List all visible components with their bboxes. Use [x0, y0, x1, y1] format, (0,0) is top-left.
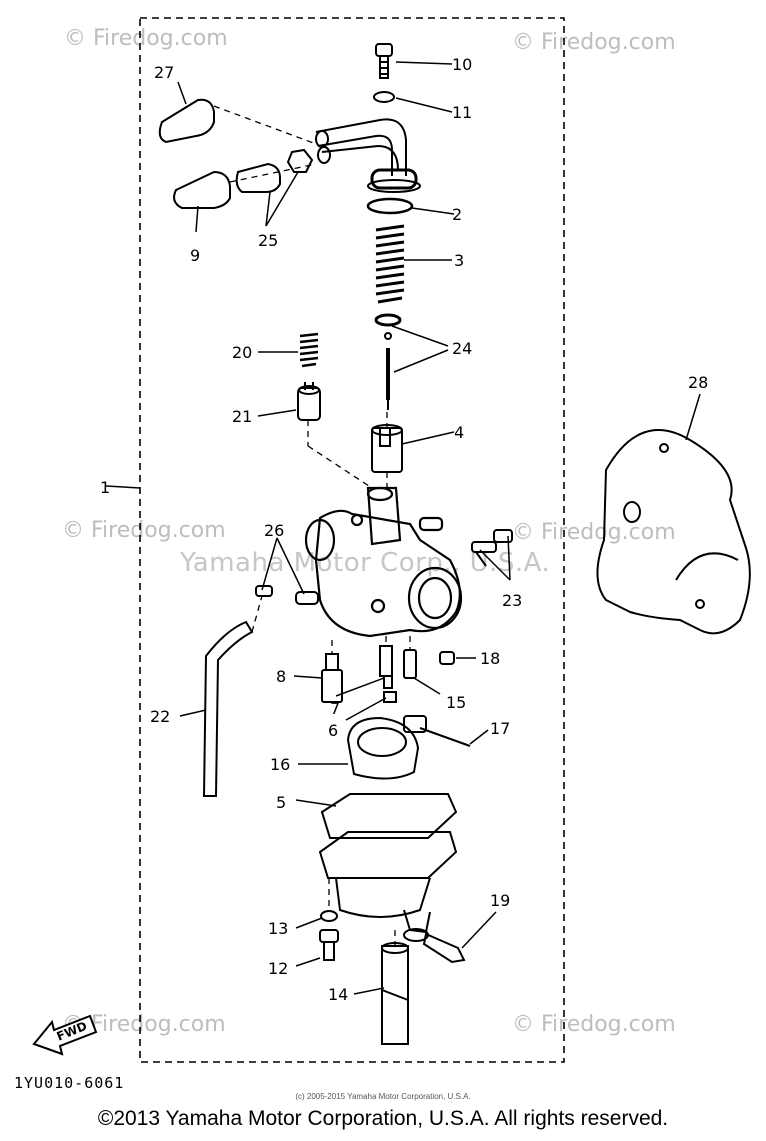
part-spring-3 — [375, 224, 405, 304]
part-label-24: 24 — [452, 339, 472, 358]
small-copyright: (c) 2005-2015 Yamaha Motor Corporation, … — [295, 1092, 471, 1101]
part-screw-26 — [255, 585, 319, 605]
assembly-boundary — [139, 17, 565, 1063]
part-cap-9 — [173, 170, 231, 209]
part-label-18: 18 — [480, 649, 500, 668]
part-washer-11 — [373, 91, 395, 103]
part-label-11: 11 — [452, 103, 472, 122]
part-plunger-21 — [297, 382, 321, 421]
part-needle-jet-7 — [379, 645, 393, 689]
part-label-2: 2 — [452, 205, 462, 224]
watermark-firedog: © Firedog.com — [512, 30, 676, 55]
copyright-notice: ©2013 Yamaha Motor Corporation, U.S.A. A… — [97, 1107, 669, 1130]
part-label-15: 15 — [446, 693, 466, 712]
part-screw-10 — [375, 43, 393, 79]
fwd-arrow-icon: FWD — [32, 1014, 98, 1056]
part-label-17: 17 — [490, 719, 510, 738]
part-washer-13 — [320, 910, 338, 922]
part-label-4: 4 — [454, 423, 464, 442]
part-labels: 1 2 3 4 5 6 7 8 9 10 11 12 13 14 15 16 1… — [100, 55, 708, 1004]
part-drain-screw-19 — [422, 932, 466, 964]
part-gasket-5 — [320, 793, 458, 839]
part-label-10: 10 — [452, 55, 472, 74]
part-cap-27 — [158, 98, 215, 144]
part-throttle-valve-4 — [371, 424, 403, 473]
part-label-6: 6 — [328, 721, 338, 740]
part-label-9: 9 — [190, 246, 200, 265]
part-label-1: 1 — [100, 478, 110, 497]
diagram-code: 1YU010-6061 — [14, 1074, 125, 1092]
watermark-firedog: © Firedog.com — [512, 1012, 676, 1037]
part-label-5: 5 — [276, 793, 286, 812]
watermark-firedog: © Firedog.com — [62, 518, 226, 543]
part-label-22: 22 — [150, 707, 170, 726]
part-air-screw-23 — [471, 529, 513, 567]
part-spring-20 — [299, 332, 319, 368]
leader-lines — [105, 61, 701, 995]
part-pilot-jet-15 — [403, 649, 417, 679]
alignment-lines — [213, 105, 411, 946]
part-label-23: 23 — [502, 591, 522, 610]
part-label-3: 3 — [454, 251, 464, 270]
part-label-7: 7 — [330, 699, 340, 718]
part-label-20: 20 — [232, 343, 252, 362]
part-needle-24 — [374, 313, 402, 410]
part-main-jet-6 — [383, 691, 397, 703]
part-float-bowl — [318, 831, 458, 942]
part-label-8: 8 — [276, 667, 286, 686]
part-cover-28 — [596, 429, 751, 635]
part-label-12: 12 — [268, 959, 288, 978]
part-float-pin-17 — [419, 727, 471, 747]
part-label-26: 26 — [264, 521, 284, 540]
part-label-27: 27 — [154, 63, 174, 82]
part-carburetor-body — [304, 486, 463, 638]
part-float-16 — [346, 715, 427, 780]
part-top-cap — [315, 118, 421, 193]
part-label-14: 14 — [328, 985, 348, 1004]
watermark-firedog: © Firedog.com — [64, 26, 228, 51]
watermark-firedog: © Firedog.com — [512, 520, 676, 545]
part-screw-18 — [439, 651, 455, 665]
part-label-13: 13 — [268, 919, 288, 938]
part-label-28: 28 — [688, 373, 708, 392]
part-label-21: 21 — [232, 407, 252, 426]
part-label-19: 19 — [490, 891, 510, 910]
part-label-25: 25 — [258, 231, 278, 250]
part-gasket-2 — [366, 197, 414, 215]
part-hose-22 — [202, 620, 254, 797]
part-screw-12 — [319, 929, 339, 961]
part-label-16: 16 — [270, 755, 290, 774]
part-tube-14 — [381, 942, 409, 1045]
part-nut-25 — [235, 148, 314, 193]
